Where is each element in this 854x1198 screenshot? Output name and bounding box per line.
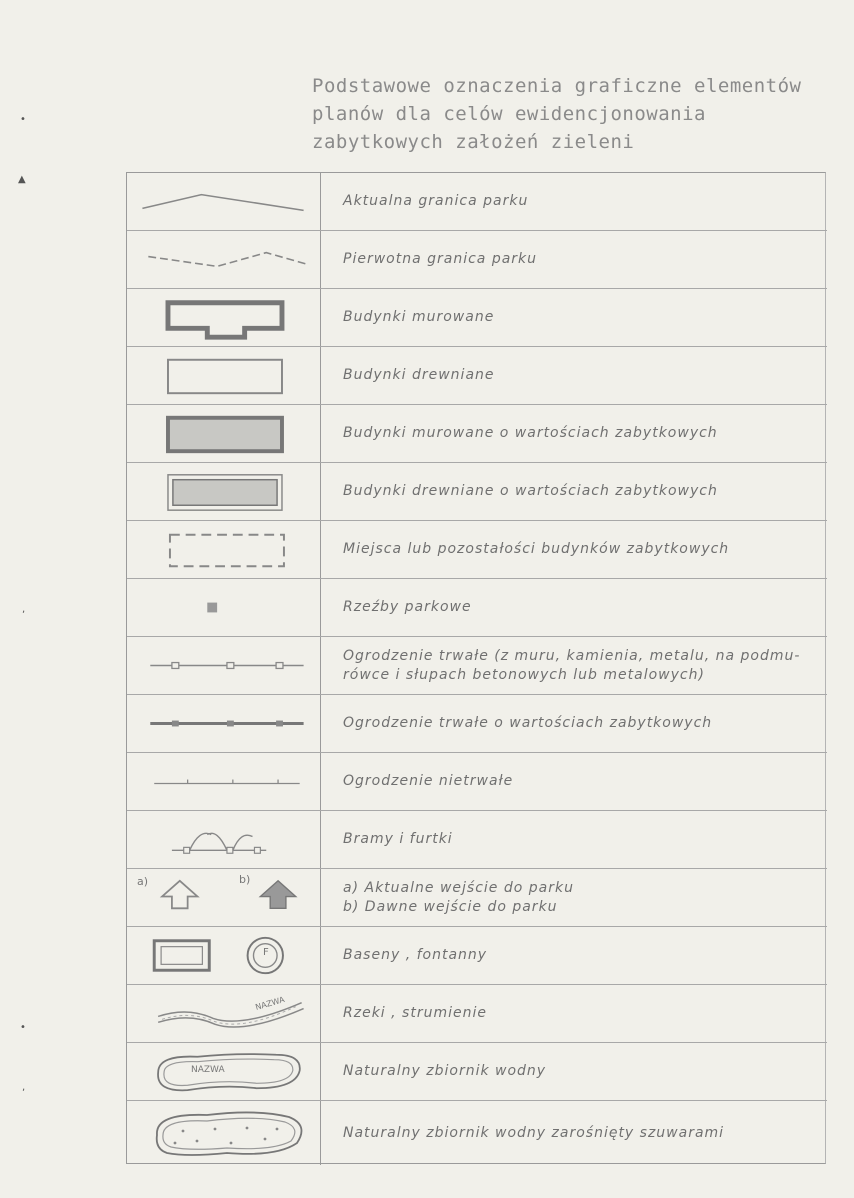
legend-description: Miejsca lub pozostałości budynków zabytk… (343, 541, 730, 557)
margin-tick: , (22, 604, 26, 615)
margin-dot: • (20, 114, 26, 125)
legend-row: NAZWA Rzeki , strumienie (127, 985, 827, 1043)
legend-description: a) Aktualne wejście do parku b) Dawne we… (343, 879, 574, 915)
legend-row: Aktualna granica parku (127, 173, 827, 231)
fountain-letter: F (263, 947, 269, 958)
permanent-fence-symbol (127, 637, 321, 694)
legend-row: Budynki drewniane (127, 347, 827, 405)
legend-description: Rzeki , strumienie (343, 1005, 487, 1021)
legend-description: Ogrodzenie trwałe (z muru, kamienia, met… (343, 647, 801, 683)
legend-description: Ogrodzenie trwałe o wartościach zabytkow… (343, 715, 713, 731)
legend-row: Miejsca lub pozostałości budynków zabytk… (127, 521, 827, 579)
legend-row: NAZWA Naturalny zbiornik wodny (127, 1043, 827, 1101)
legend-description: Pierwotna granica parku (343, 251, 538, 267)
legend-row: Budynki drewniane o wartościach zabytkow… (127, 463, 827, 521)
legend-row: Budynki murowane o wartościach zabytkowy… (127, 405, 827, 463)
legend-row: Ogrodzenie trwałe (z muru, kamienia, met… (127, 637, 827, 695)
masonry-building-symbol (127, 289, 321, 346)
entrance-symbol: a) b) (127, 869, 321, 926)
margin-arrow-icon: ▲ (18, 174, 26, 185)
building-remains-symbol (127, 521, 321, 578)
title-line-2: planów dla celów ewidencjonowania (312, 103, 706, 125)
legend-description: Rzeźby parkowe (343, 599, 472, 615)
legend-row: Ogrodzenie trwałe o wartościach zabytkow… (127, 695, 827, 753)
temporary-fence-symbol (127, 753, 321, 810)
entrance-label-b: b) (239, 873, 251, 886)
legend-row: Ogrodzenie nietrwałe (127, 753, 827, 811)
pool-fountain-symbol: F (127, 927, 321, 984)
lake-name-label: NAZWA (191, 1065, 225, 1075)
overgrown-pond-symbol (127, 1101, 321, 1165)
legend-description: Naturalny zbiornik wodny (343, 1063, 547, 1079)
margin-tick: , (22, 1082, 26, 1093)
legend-description: Budynki murowane o wartościach zabytkowy… (343, 425, 718, 441)
legend-description: Budynki drewniane o wartościach zabytkow… (343, 483, 718, 499)
margin-dot: • (20, 1022, 26, 1033)
wooden-building-symbol (127, 347, 321, 404)
legend-description: Ogrodzenie nietrwałe (343, 773, 514, 789)
historic-fence-symbol (127, 695, 321, 752)
legend-description: Naturalny zbiornik wodny zarośnięty szuw… (343, 1124, 725, 1141)
title-line-3: zabytkowych założeń zieleni (312, 131, 635, 153)
legend-row: a) b) a) Aktualne wejście do parku b) Da… (127, 869, 827, 927)
current-boundary-symbol (127, 173, 321, 230)
entrance-label-a: a) (137, 875, 149, 888)
legend-description: Budynki drewniane (343, 367, 495, 383)
sculpture-symbol (127, 579, 321, 636)
legend-description: Baseny , fontanny (343, 947, 488, 963)
original-boundary-symbol (127, 231, 321, 288)
gate-symbol (127, 811, 321, 868)
legend-description: Bramy i furtki (343, 831, 453, 847)
legend-row: F Baseny , fontanny (127, 927, 827, 985)
natural-pond-symbol: NAZWA (127, 1043, 321, 1100)
title-line-1: Podstawowe oznaczenia graficzne elementó… (312, 75, 802, 97)
historic-wooden-building-symbol (127, 463, 321, 520)
legend-row: Naturalny zbiornik wodny zarośnięty szuw… (127, 1101, 827, 1165)
legend-row: Bramy i furtki (127, 811, 827, 869)
legend-description: Aktualna granica parku (343, 193, 529, 209)
legend-row: Budynki murowane (127, 289, 827, 347)
historic-masonry-building-symbol (127, 405, 321, 462)
document-title: Podstawowe oznaczenia graficzne elementó… (312, 72, 802, 156)
legend-description: Budynki murowane (343, 309, 495, 325)
legend-row: Rzeźby parkowe (127, 579, 827, 637)
former-entrance-arrow-icon (258, 879, 298, 909)
legend-row: Pierwotna granica parku (127, 231, 827, 289)
legend-table: Aktualna granica parku Pierwotna granica… (126, 172, 827, 1165)
river-symbol: NAZWA (127, 985, 321, 1042)
current-entrance-arrow-icon (159, 879, 200, 910)
